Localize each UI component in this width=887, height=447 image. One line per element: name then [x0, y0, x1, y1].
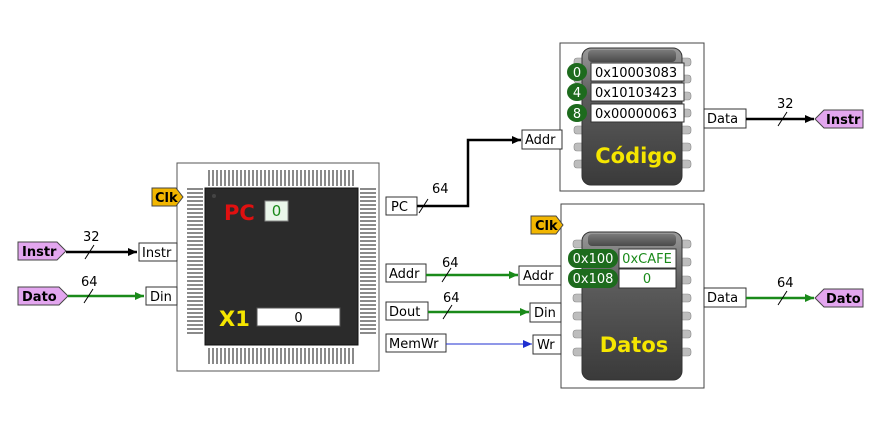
svg-text:Instr: Instr: [826, 113, 861, 128]
code-row: 8 0x00000063: [567, 103, 685, 123]
svg-text:Dato: Dato: [22, 290, 57, 305]
code-port-addr: [521, 129, 563, 150]
svg-text:Dato: Dato: [826, 292, 861, 307]
cpu-block: PC 0 X1 0: [176, 162, 380, 372]
bus-slash: [441, 267, 452, 283]
cpu-port-din-label: Din: [150, 290, 172, 305]
cpu-port-addr-label: Addr: [389, 267, 420, 282]
cpu-port-dout-label: Dout: [389, 305, 420, 320]
pc-label: PC: [224, 201, 255, 225]
bus-width-data-out: 64: [777, 276, 794, 291]
x1-value: 0: [294, 311, 302, 326]
data-memory-block: [560, 203, 705, 389]
x1-label: X1: [219, 307, 250, 331]
code-memory-title: Código: [595, 144, 677, 168]
svg-text:Instr: Instr: [22, 245, 57, 260]
svg-text:0x10003083: 0x10003083: [595, 66, 677, 81]
data-port-wr: [532, 334, 562, 355]
pc-value: 0: [272, 202, 282, 220]
data-row: 0x108 0: [568, 268, 677, 289]
svg-text:8: 8: [573, 107, 581, 122]
data-port-addr: [518, 265, 562, 286]
data-row: 0x100 0xCAFE: [568, 248, 677, 269]
bus-slash: [418, 198, 429, 214]
bus-width-pc-out: 64: [432, 182, 449, 197]
output-dato-tag: Dato: [814, 288, 864, 308]
cpu-clk-tag: Clk: [151, 187, 184, 207]
data-port-wr-label: Wr: [537, 338, 555, 353]
output-instr-tag: Instr: [814, 109, 864, 129]
svg-text:0x108: 0x108: [573, 272, 614, 287]
bus-slash: [442, 304, 453, 320]
bus-width-dato-in: 64: [81, 275, 98, 290]
code-row: 0 0x10003083: [567, 62, 685, 82]
cpu-port-addr: [385, 263, 427, 283]
cpu-port-memwr-label: MemWr: [389, 337, 439, 352]
svg-text:0: 0: [573, 66, 581, 81]
input-instr-tag: Instr: [17, 241, 67, 261]
data-port-data-label: Data: [707, 291, 738, 306]
bus-width-code-data: 32: [777, 97, 794, 112]
bus-width-dout-out: 64: [443, 291, 460, 306]
svg-text:0x00000063: 0x00000063: [595, 107, 677, 122]
svg-text:Clk: Clk: [155, 191, 178, 206]
code-port-data-label: Data: [707, 112, 738, 127]
svg-text:4: 4: [573, 86, 581, 101]
data-port-din: [529, 302, 562, 323]
bus-slash: [777, 290, 788, 306]
cpu-port-pc-label: PC: [391, 200, 408, 215]
data-memory-clk-tag: Clk: [530, 215, 564, 235]
x1-value-box: [256, 307, 341, 327]
bus-slash: [83, 288, 94, 304]
cpu-port-memwr: [385, 333, 447, 353]
bus-slash: [777, 111, 788, 127]
svg-text:0xCAFE: 0xCAFE: [622, 252, 672, 267]
wire-pc-addr: [417, 136, 521, 208]
svg-text:0: 0: [643, 272, 651, 287]
svg-text:Clk: Clk: [535, 219, 558, 234]
data-memory-title: Datos: [600, 333, 669, 357]
code-port-addr-label: Addr: [525, 133, 556, 148]
svg-text:0x10103423: 0x10103423: [595, 86, 677, 101]
data-port-addr-label: Addr: [523, 269, 554, 284]
cpu-port-instr: [138, 242, 178, 262]
input-dato-tag: Dato: [17, 286, 69, 306]
pc-value-box: [264, 200, 289, 222]
data-port-din-label: Din: [534, 306, 556, 321]
cpu-port-din: [145, 286, 178, 306]
code-row: 4 0x10103423: [567, 82, 685, 102]
bus-width-addr-out: 64: [442, 256, 459, 271]
bus-width-instr-in: 32: [83, 230, 100, 245]
svg-text:0x100: 0x100: [573, 252, 614, 267]
bus-slash: [84, 244, 95, 260]
cpu-port-instr-label: Instr: [142, 246, 172, 261]
